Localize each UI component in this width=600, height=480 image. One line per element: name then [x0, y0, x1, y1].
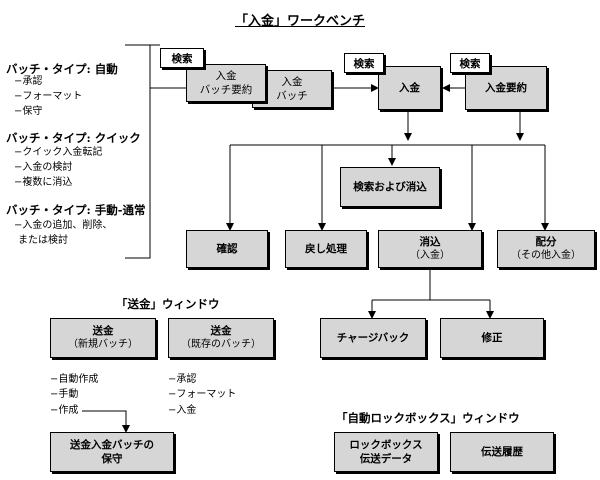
- lockbox-data-label-2: 伝送データ: [359, 453, 413, 465]
- confirm-box[interactable]: 確認: [186, 230, 268, 268]
- maintain-remittance-batch-box[interactable]: 送金入金バッチの 保守: [50, 432, 174, 472]
- list-item: −承認: [14, 76, 43, 87]
- remittance-heading: 「送金」ウィンドウ: [116, 297, 220, 311]
- search-and-apply-label: 検索および消込: [353, 181, 427, 193]
- receipt-summary-box[interactable]: 入金要約: [465, 66, 547, 110]
- batch-summary-box[interactable]: 入金 バッチ要約: [186, 64, 266, 102]
- maintain-remittance-label-1: 送金入金バッチの: [70, 439, 154, 451]
- confirm-label: 確認: [216, 243, 238, 255]
- correction-box[interactable]: 修正: [440, 318, 544, 358]
- receipt-box[interactable]: 入金: [378, 66, 441, 110]
- list-item: −保守: [14, 106, 43, 117]
- remittance-existing-sublabel: （既存のバッチ）: [181, 339, 261, 350]
- list-item: −フォーマット: [168, 389, 237, 400]
- lockbox-data-label-1: ロックボックス: [349, 439, 423, 451]
- apply-box[interactable]: 消込 （入金）: [378, 230, 482, 268]
- apply-sublabel: （入金）: [410, 250, 450, 261]
- search-and-apply-box[interactable]: 検索および消込: [340, 167, 440, 207]
- receipt-summary-label: 入金要約: [485, 82, 527, 94]
- remittance-existing-label: 送金: [210, 325, 232, 337]
- apply-label: 消込: [419, 236, 441, 248]
- receipt-label: 入金: [399, 82, 420, 94]
- left-panel-bracket: [125, 44, 151, 259]
- batch-label-1: 入金: [281, 76, 303, 88]
- remittance-new-label: 送金: [92, 325, 114, 337]
- distribute-sublabel: （その他入金）: [511, 250, 581, 261]
- list-item: −自動作成: [50, 374, 99, 385]
- lockbox-transmission-history-box[interactable]: 伝送履歴: [450, 432, 554, 472]
- correction-label: 修正: [481, 332, 503, 344]
- batch-summary-label-1: 入金: [215, 70, 237, 82]
- list-item: −入金の追加、削除、: [14, 220, 113, 231]
- lockbox-history-label: 伝送履歴: [481, 446, 523, 458]
- list-item: −作成: [50, 405, 79, 416]
- page-title: 「入金」ワークベンチ: [234, 14, 365, 29]
- reverse-label: 戻し処理: [305, 243, 347, 255]
- search-button-receipt-summary[interactable]: 検索: [450, 53, 490, 73]
- maintain-remittance-label-2: 保守: [101, 453, 123, 465]
- section-heading-auto: バッチ・タイプ: 自動: [6, 62, 118, 76]
- list-item: −承認: [168, 374, 197, 385]
- remittance-new-batch-box[interactable]: 送金 （新規バッチ）: [50, 318, 156, 358]
- list-item: −クイック入金転記: [14, 147, 103, 158]
- batch-label-2: バッチ: [276, 90, 308, 102]
- remittance-existing-batch-box[interactable]: 送金 （既存のバッチ）: [168, 318, 274, 358]
- list-item: −手動: [50, 389, 79, 400]
- section-heading-manual: バッチ・タイプ: 手動-通常: [6, 203, 146, 217]
- distribute-label: 配分: [535, 236, 557, 248]
- lockbox-transmission-data-box[interactable]: ロックボックス 伝送データ: [334, 432, 438, 472]
- arrow-create-to-maintain: [82, 410, 130, 433]
- chargeback-box[interactable]: チャージバック: [320, 318, 426, 358]
- list-item: −入金: [168, 405, 197, 416]
- chargeback-label: チャージバック: [336, 332, 410, 344]
- search-button-batch[interactable]: 検索: [160, 48, 204, 68]
- list-item: または検討: [18, 235, 68, 246]
- distribute-box[interactable]: 配分 （その他入金）: [497, 230, 595, 268]
- list-item: −複数に消込: [14, 177, 73, 188]
- section-heading-quick: バッチ・タイプ: クイック: [6, 131, 141, 145]
- search-button-receipt[interactable]: 検索: [344, 53, 384, 73]
- reverse-box[interactable]: 戻し処理: [285, 230, 367, 268]
- list-item: −入金の検討: [14, 162, 73, 173]
- batch-summary-label-2: バッチ要約: [199, 84, 253, 96]
- remittance-new-sublabel: （新規バッチ）: [68, 339, 138, 350]
- lockbox-heading: 「自動ロックボックス」ウィンドウ: [336, 411, 520, 425]
- list-item: −フォーマット: [14, 91, 83, 102]
